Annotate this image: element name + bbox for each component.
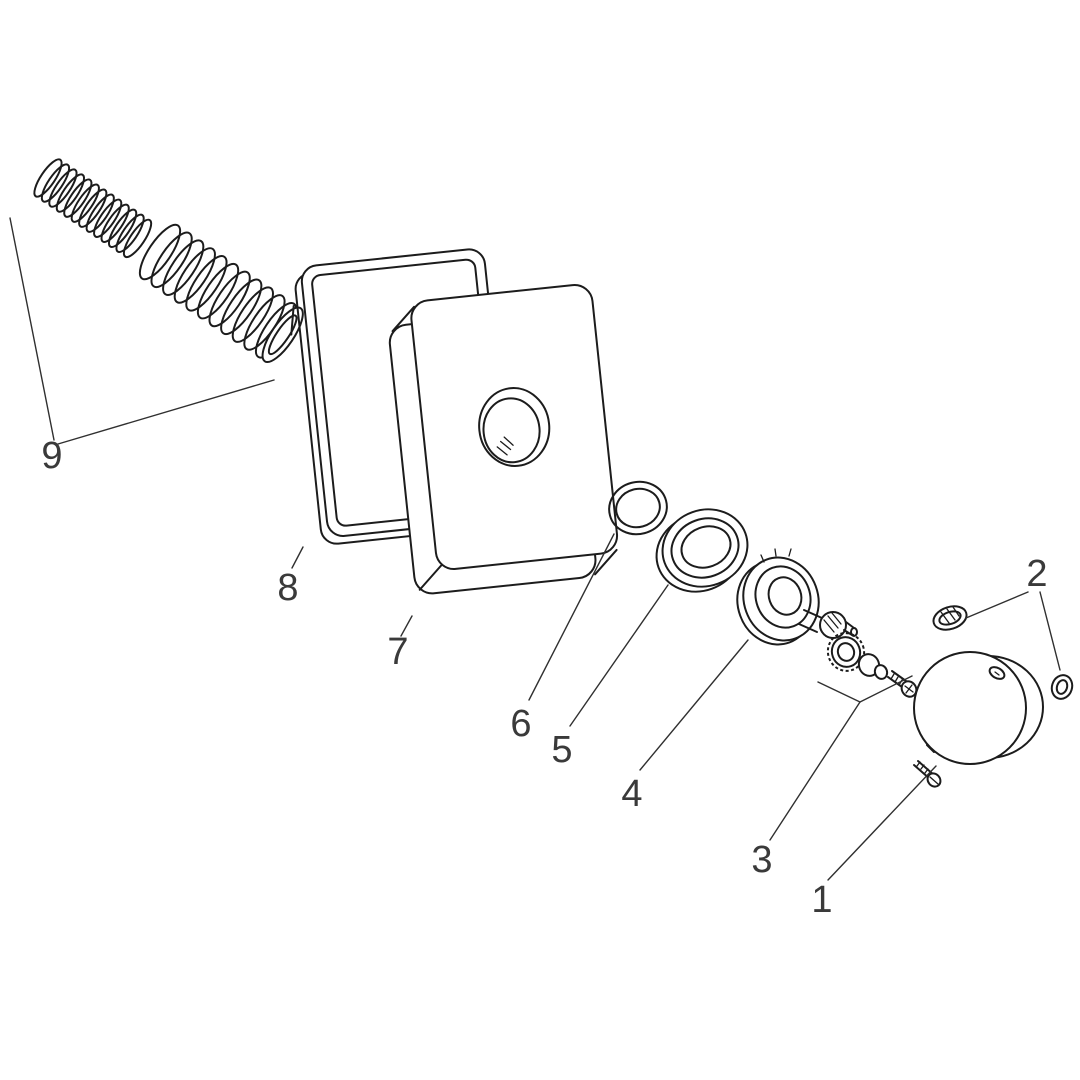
plug-cap bbox=[932, 605, 968, 631]
screw-small bbox=[887, 670, 918, 698]
part-labels: 9 8 7 6 5 4 3 1 2 bbox=[41, 435, 1047, 921]
leader-line-9b bbox=[57, 379, 275, 445]
leader-line-8 bbox=[291, 546, 304, 569]
part-7-escutcheon-plate bbox=[388, 284, 619, 595]
part-4-cartridge-spindle bbox=[736, 548, 858, 646]
knob-face bbox=[913, 651, 1027, 765]
part-label-4: 4 bbox=[621, 773, 642, 815]
leader-line-3 bbox=[769, 701, 861, 841]
part-5-sleeve-ring bbox=[655, 508, 749, 593]
leader-line-6 bbox=[528, 533, 615, 701]
part-6-o-ring bbox=[608, 480, 668, 536]
handle-screw bbox=[913, 760, 942, 788]
leader-line-7 bbox=[400, 615, 413, 637]
part-3-adapter-set bbox=[826, 632, 918, 698]
knob-index-mark bbox=[926, 744, 935, 753]
part-label-7: 7 bbox=[387, 631, 408, 673]
leader-line-2b bbox=[1039, 591, 1061, 671]
spring-large bbox=[138, 223, 304, 363]
part-label-2: 2 bbox=[1026, 553, 1047, 595]
part-label-5: 5 bbox=[551, 729, 572, 771]
spring-small bbox=[33, 158, 153, 259]
part-1-handle-knob bbox=[913, 651, 1044, 788]
part-label-6: 6 bbox=[510, 703, 531, 745]
plate-hole bbox=[478, 387, 551, 467]
leader-line-1 bbox=[827, 765, 937, 881]
part-label-8: 8 bbox=[277, 567, 298, 609]
part-2-plug-set bbox=[932, 605, 1074, 700]
part-label-1: 1 bbox=[811, 879, 832, 921]
leader-bracket-3 bbox=[817, 675, 913, 703]
part-9-extension-springs bbox=[33, 158, 304, 363]
leader-line-5 bbox=[569, 584, 669, 727]
part-label-9: 9 bbox=[41, 435, 62, 477]
leader-line-2a bbox=[965, 591, 1029, 619]
leader-line-9a bbox=[9, 217, 55, 441]
small-ring bbox=[1050, 674, 1074, 700]
leader-lines bbox=[9, 217, 1061, 881]
leader-line-4 bbox=[639, 639, 749, 771]
part-label-3: 3 bbox=[751, 839, 772, 881]
